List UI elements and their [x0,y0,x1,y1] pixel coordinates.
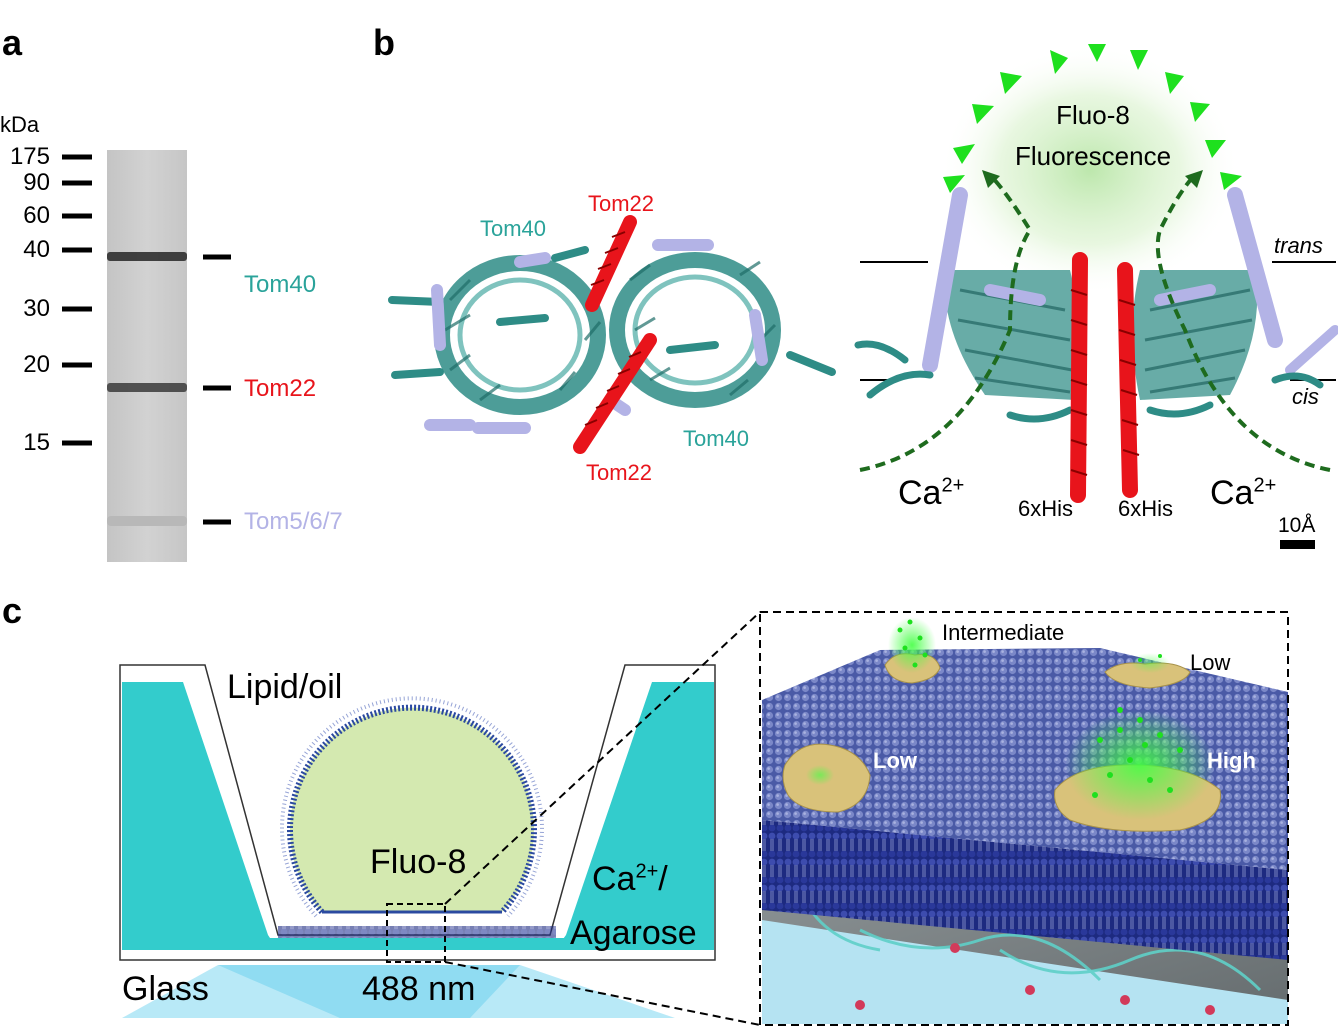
agarose-label: Agarose [570,914,697,952]
glass-label: Glass [122,970,209,1008]
membrane-inset [759,611,1289,1026]
intermediate-label: Intermediate [942,620,1065,645]
ladder-label: 60 [23,202,50,229]
fluorescence-label-line2: Fluorescence [1014,141,1172,171]
low-label-left: Low [873,748,917,773]
lipid-oil-label: Lipid/oil [227,668,343,706]
calcium-label-left: Ca2+ [898,474,965,512]
band-ticks [203,254,231,525]
his-tag-label-left: 6xHis [1018,496,1074,521]
fluo8-droplet-label: Fluo-8 [370,843,467,881]
band-label-tom22: Tom22 [244,375,317,402]
label-tom22-upper: Tom22 [588,191,655,216]
laser-wavelength-label: 488 nm [362,970,476,1008]
tom-complex-top-view [388,215,836,454]
panel-label-a: a [2,22,23,63]
band-label-tom40: Tom40 [244,271,317,298]
his-tag-label-right: 6xHis [1118,496,1174,521]
label-tom40-lower: Tom40 [683,426,750,451]
dib-schematic [119,611,761,1026]
panel-label-c: c [2,590,23,631]
scale-bar-label: 10Å [1278,514,1316,537]
panel-label-b: b [373,22,395,63]
ladder-label: 175 [9,143,50,170]
cis-label: cis [1292,384,1319,409]
kda-unit-label: kDa [0,112,40,137]
ladder-label: 15 [23,429,50,456]
ladder-label: 30 [23,295,50,322]
trans-label: trans [1274,233,1323,258]
calcium-label-right: Ca2+ [1210,474,1277,512]
gel-lane [107,150,187,562]
label-tom22-lower: Tom22 [586,460,653,485]
label-tom40-upper: Tom40 [480,216,547,241]
ladder-label: 40 [23,236,50,263]
ladder-label: 90 [23,169,50,196]
ladder-ticks [62,154,92,446]
low-label-top: Low [1190,650,1231,675]
ladder-label: 20 [23,351,50,378]
fluorescence-label-line1: Fluo-8 [1056,100,1130,130]
band-label-tom567: Tom5/6/7 [244,508,343,535]
high-label: High [1207,748,1256,773]
tom-complex-side-view [854,44,1338,549]
calcium-agarose-label: Ca2+/ [592,860,668,898]
